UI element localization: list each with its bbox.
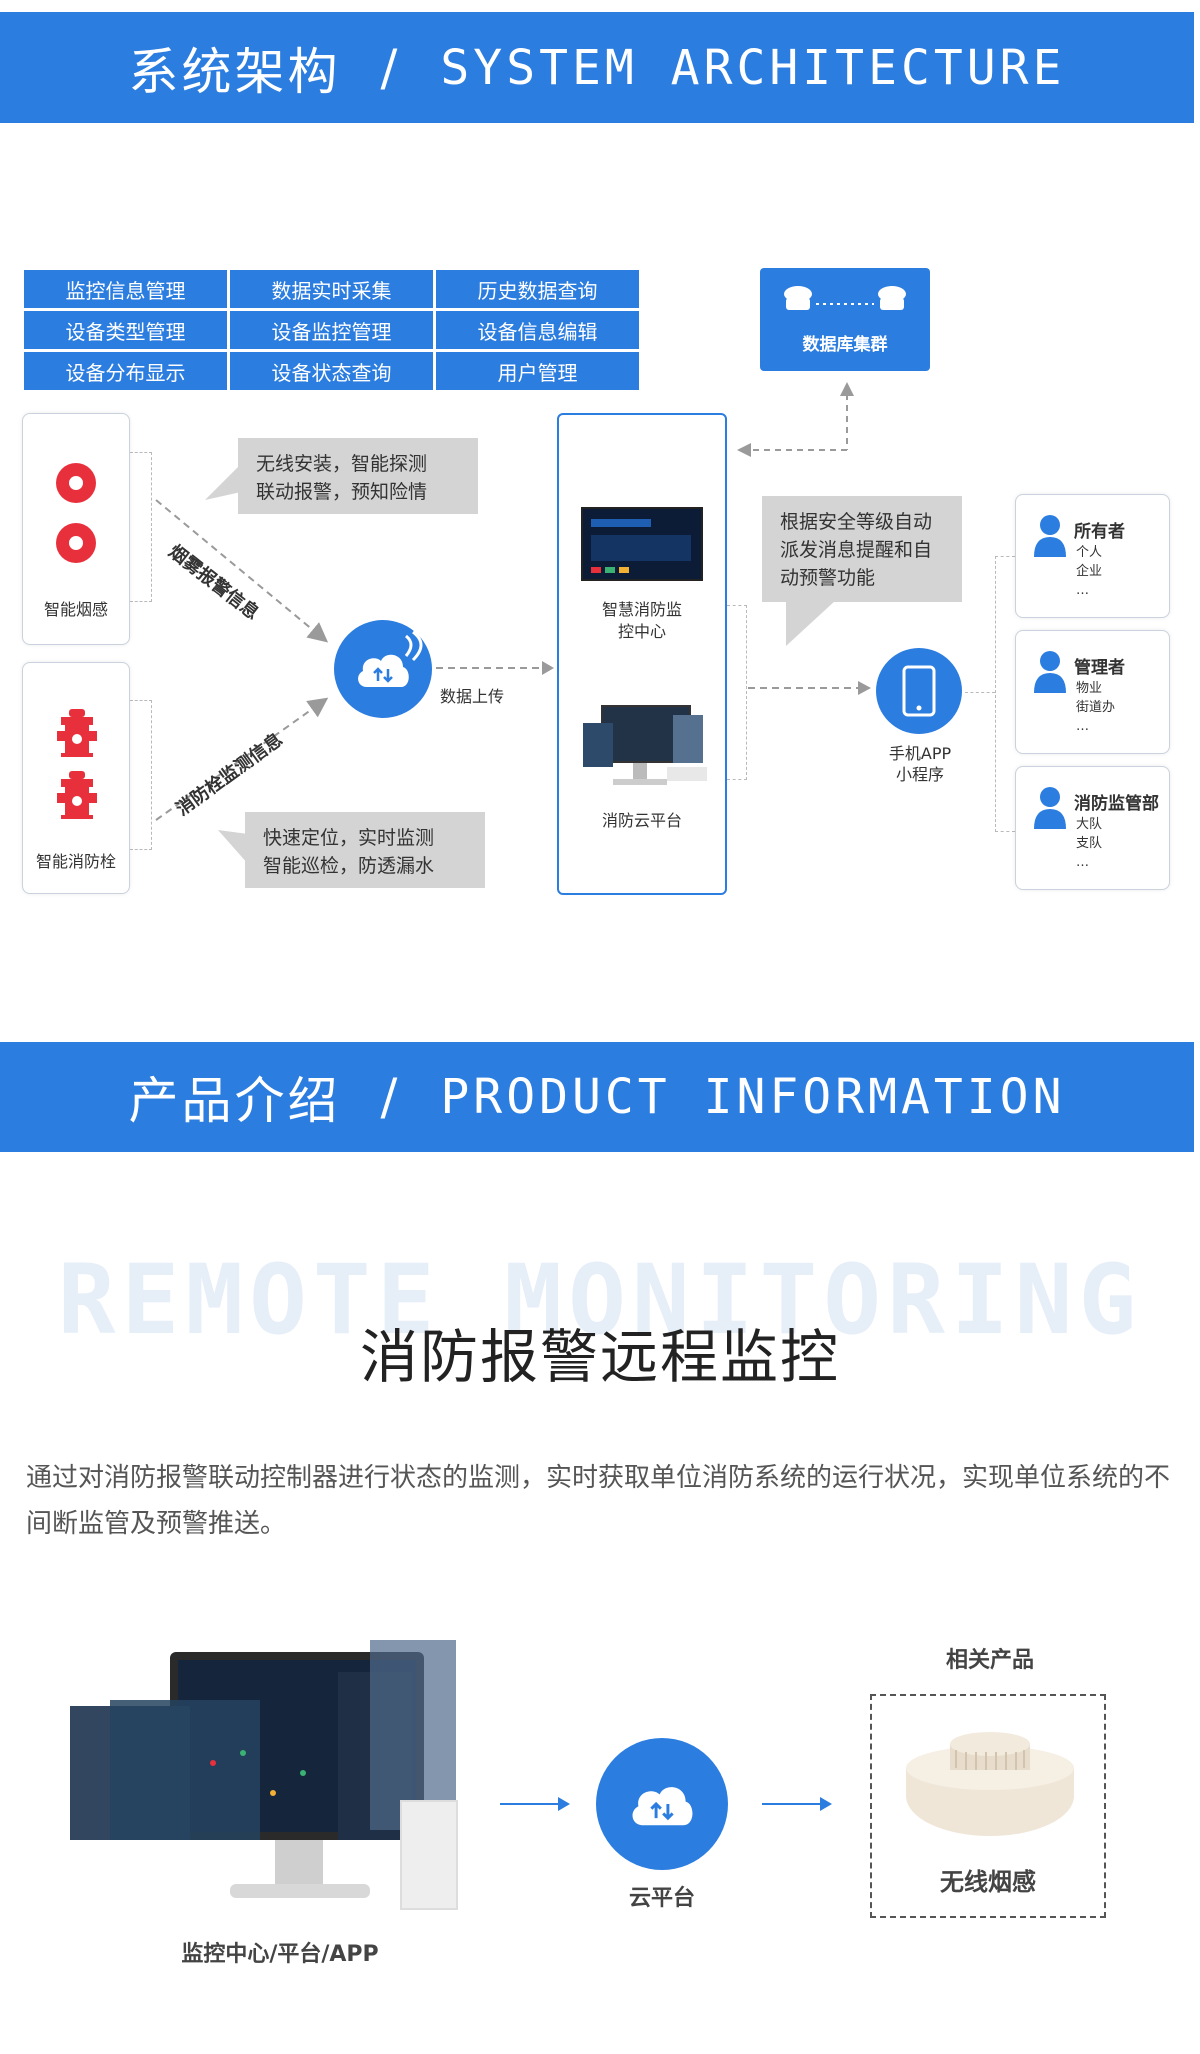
data-upload-label: 数据上传 (440, 687, 505, 706)
related-product-box: 无线烟感 (870, 1694, 1106, 1918)
related-products-title: 相关产品 (945, 1648, 1034, 1673)
cloud-platform-label: 消防云平台 (601, 811, 682, 830)
remote-monitoring-watermark: REMOTE MONITORING (57, 1244, 1143, 1356)
product-title: 消防报警远程监控 (359, 1323, 840, 1391)
cloud-icon (632, 1787, 693, 1826)
upload-arrow (436, 661, 554, 675)
cloud-platform-label: 云平台 (628, 1886, 695, 1911)
banner-title-en: SYSTEM ARCHITECTURE (440, 39, 1066, 96)
to-mobile-arrow (748, 681, 871, 695)
bubble-tail (205, 464, 241, 500)
user-icon (1034, 651, 1066, 693)
role-name: 消防监管部 (1074, 794, 1159, 814)
dashed-connector (965, 692, 995, 693)
feature-cell: 设备分布显示 (24, 352, 227, 390)
user-icon (1034, 515, 1066, 557)
monitor-center-label: 监控中心/平台/APP (181, 1942, 379, 1967)
bubble-wireless-install: 无线安装，智能探测 联动报警，预知险情 (238, 438, 478, 514)
smoke-sensor-icon (56, 463, 96, 563)
db-connector-arrow (737, 382, 854, 457)
bubble-tail (786, 600, 836, 646)
banner-separator: / (380, 38, 401, 97)
bubble-fast-locate: 快速定位，实时监测 智能巡检，防透漏水 (245, 812, 485, 888)
section-banner-product: 产品介绍 / PRODUCT INFORMATION (0, 1042, 1194, 1152)
dashboard-screen-image (581, 507, 703, 581)
hydrant-label: 智能消防栓 (35, 852, 116, 871)
smoke-detector-image (906, 1732, 1074, 1836)
feature-cell: 设备状态查询 (230, 352, 433, 390)
cloud-platform-circle (596, 1738, 728, 1870)
role-name: 管理者 (1074, 658, 1125, 678)
role-card-fire-supervision: 消防监管部 大队 支队 … (1015, 766, 1170, 890)
bubble-auto-alert: 根据安全等级自动 派发消息提醒和自 动预警功能 (762, 496, 962, 602)
arrow-to-cloud (500, 1797, 570, 1811)
database-cluster-label: 数据库集群 (802, 335, 888, 355)
database-cluster-box: 数据库集群 (760, 268, 930, 371)
feature-cell: 监控信息管理 (24, 270, 227, 308)
bubble-tail (218, 830, 248, 864)
dashed-connector (130, 452, 152, 602)
role-card-owner: 所有者 个人 企业 … (1015, 494, 1170, 618)
section-banner-architecture: 系统架构 / SYSTEM ARCHITECTURE (0, 12, 1194, 123)
banner-separator: / (380, 1068, 401, 1126)
role-name: 所有者 (1074, 522, 1125, 542)
role-card-manager: 管理者 物业 街道办 … (1015, 630, 1170, 754)
cloud-upload-icon (358, 654, 409, 687)
hydrant-card: 智能消防栓 (22, 662, 130, 894)
database-icon (784, 286, 906, 310)
phone-icon (902, 665, 936, 717)
role-items: 个人 企业 … (1076, 545, 1103, 598)
smoke-sensor-card: 智能烟感 (22, 413, 130, 645)
banner-title-cn: 产品介绍 (128, 1072, 341, 1130)
user-icon (1034, 787, 1066, 829)
role-items: 物业 街道办 … (1076, 681, 1116, 734)
banner-title-en: PRODUCT INFORMATION (440, 1069, 1066, 1125)
hydrant-icon (57, 709, 97, 819)
feature-cell: 设备类型管理 (24, 311, 227, 349)
feature-cell: 设备信息编辑 (436, 311, 639, 349)
arrow-to-product (762, 1797, 832, 1811)
cloud-platform-screens-image (583, 705, 707, 797)
dashed-connector (995, 556, 1015, 832)
monitoring-center-label: 智慧消防监 控中心 (601, 600, 682, 641)
feature-cell: 设备监控管理 (230, 311, 433, 349)
wireless-smoke-sensor-label: 无线烟感 (940, 1868, 1036, 1896)
signal-waves-icon (404, 630, 423, 662)
feature-cell: 数据实时采集 (230, 270, 433, 308)
feature-cell: 历史数据查询 (436, 270, 639, 308)
role-items: 大队 支队 … (1076, 817, 1103, 870)
dashed-connector (727, 605, 747, 780)
product-description: 通过对消防报警联动控制器进行状态的监测，实时获取单位消防系统的运行状况，实现单位… (26, 1463, 1171, 1539)
smoke-sensor-label: 智能烟感 (43, 600, 108, 619)
banner-title-cn: 系统架构 (128, 42, 341, 101)
monitoring-center-panel: 智慧消防监 控中心 消防云平台 (557, 413, 727, 895)
flow-arrows (155, 499, 329, 821)
mobile-app-circle (876, 648, 962, 734)
feature-cell: 用户管理 (436, 352, 639, 390)
monitor-center-illustration (70, 1640, 460, 1930)
dashed-connector (130, 700, 152, 850)
mobile-app-label: 手机APP 小程序 (888, 744, 952, 784)
